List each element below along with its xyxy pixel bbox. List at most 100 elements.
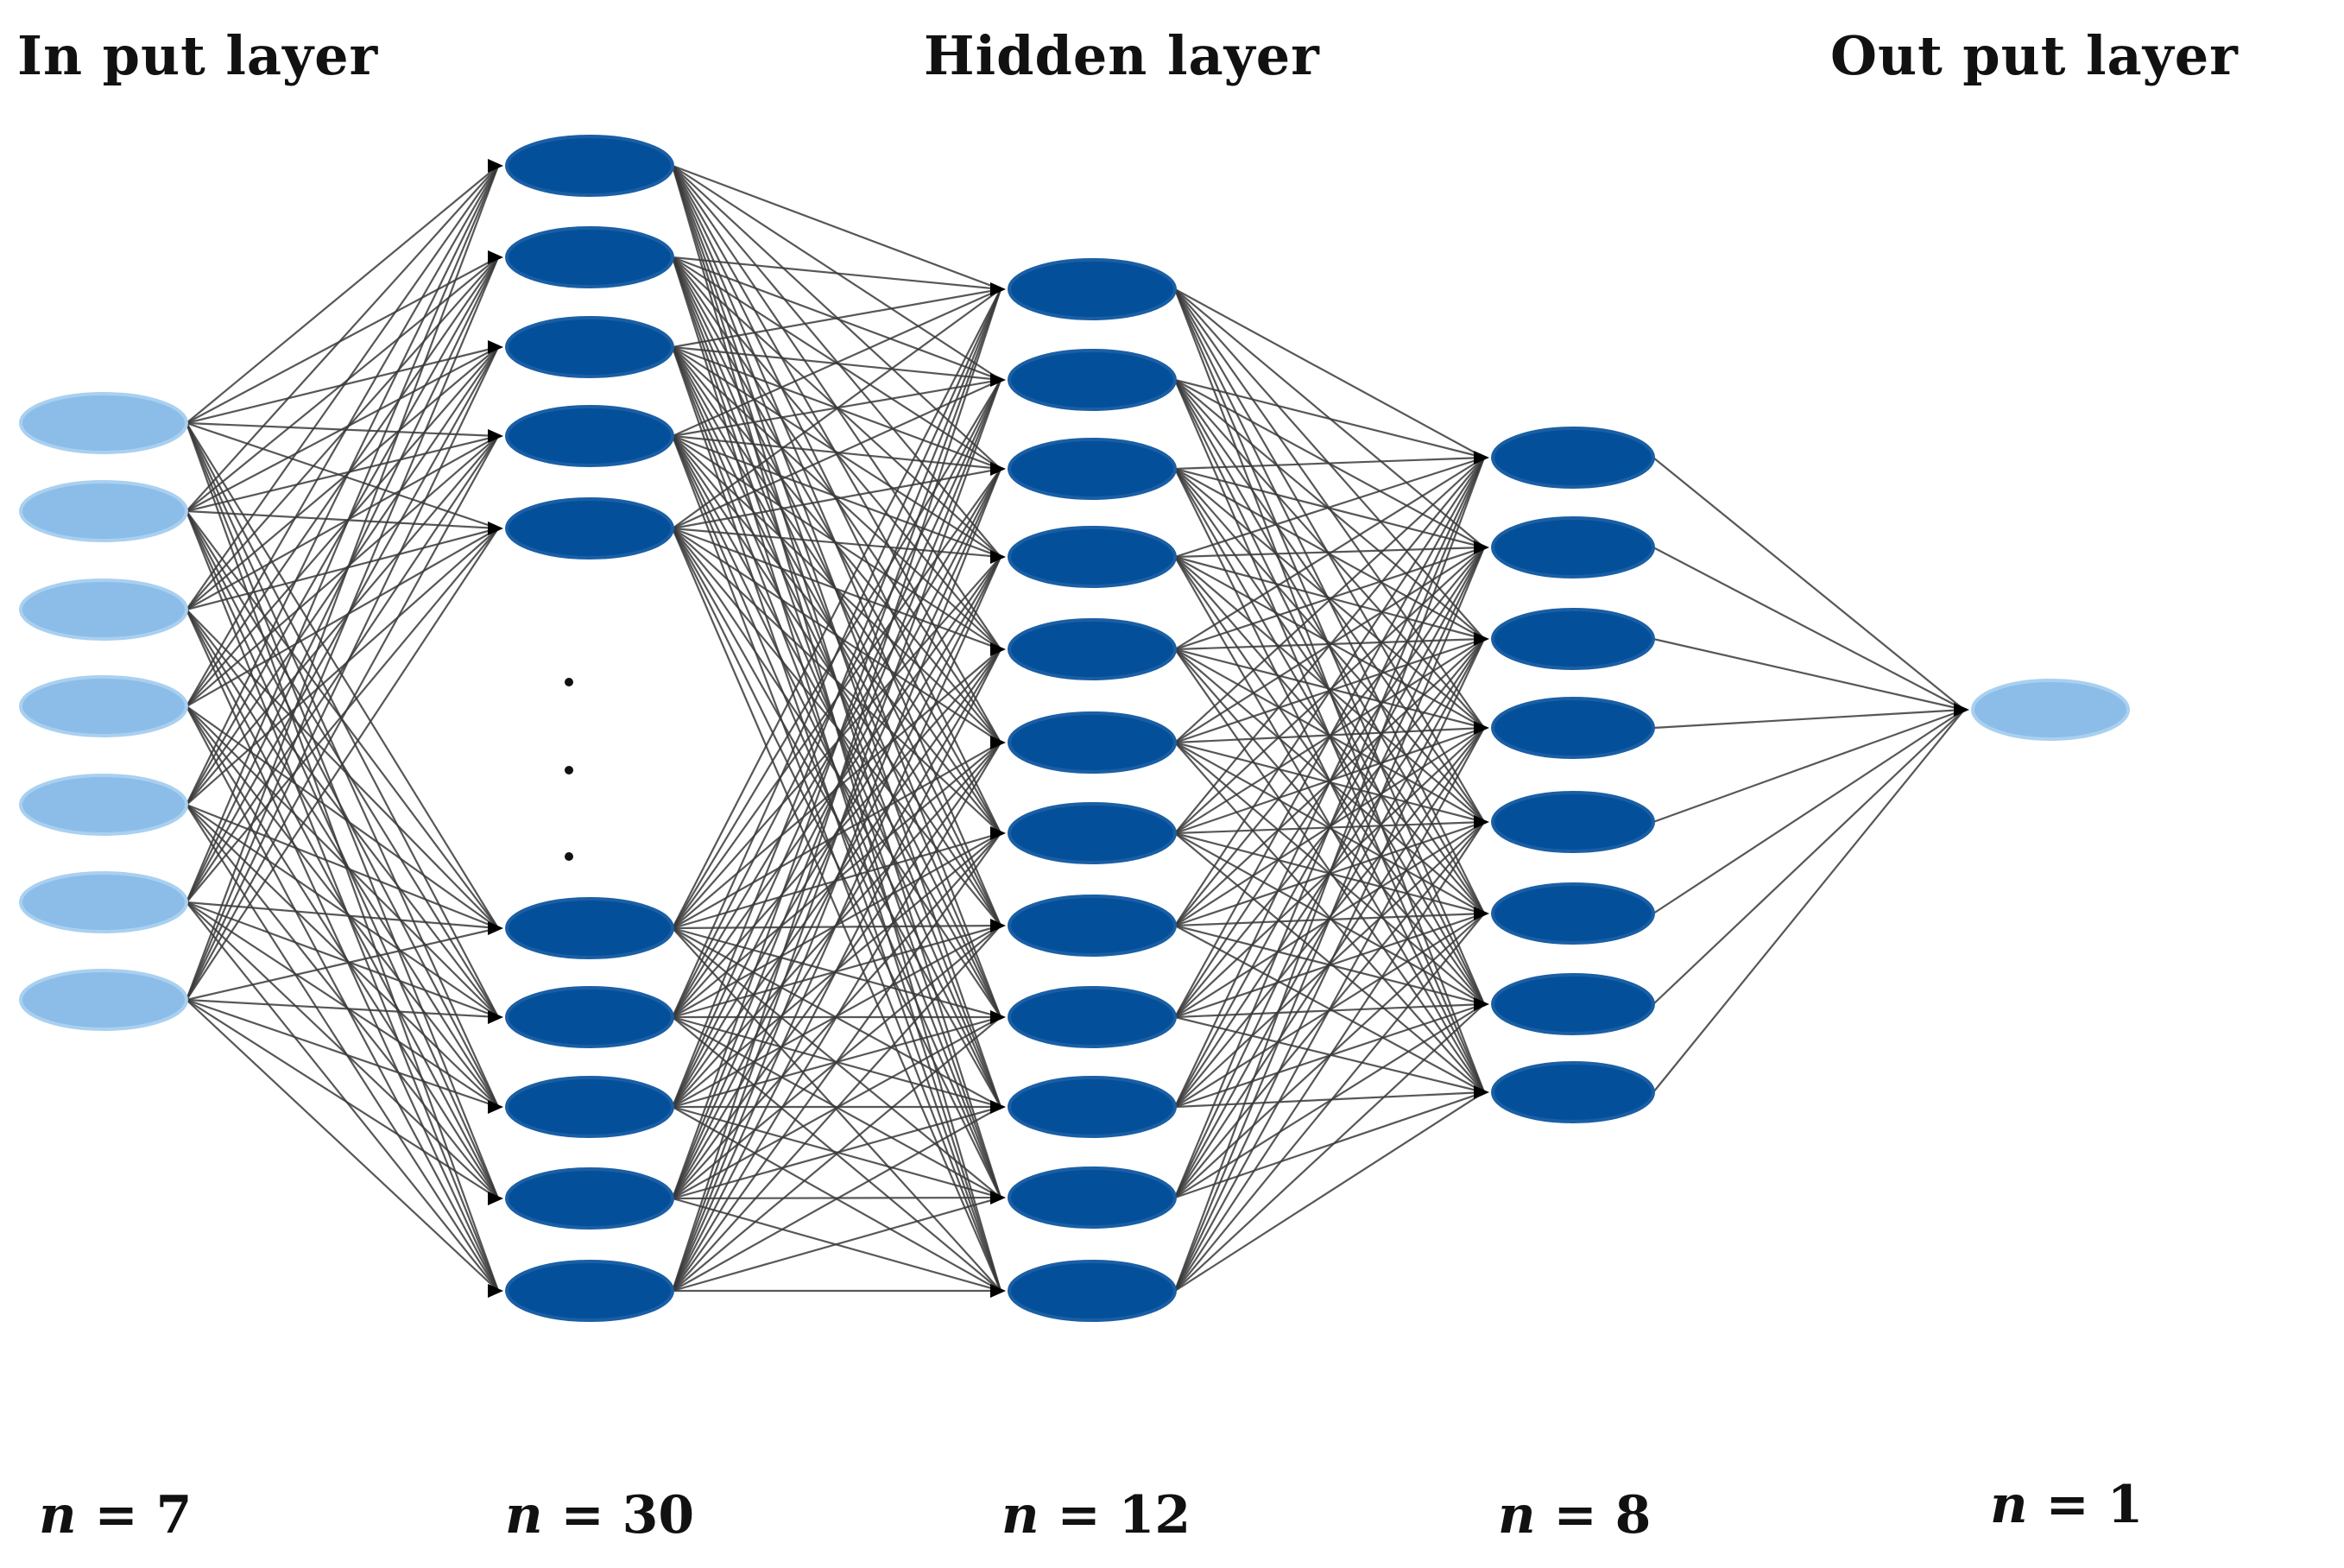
neuron-node — [19, 774, 188, 836]
neuron-node — [505, 497, 674, 560]
edge-line — [186, 346, 499, 806]
edge-line — [1174, 457, 1485, 1018]
edge-line — [186, 609, 499, 929]
neuron-node — [505, 316, 674, 378]
edge-line — [186, 527, 499, 611]
edge-line — [186, 609, 499, 1108]
neuron-node — [1008, 1076, 1177, 1138]
edge-line — [671, 288, 1002, 1018]
edge-line — [672, 467, 1001, 530]
edge-line — [1174, 456, 1485, 559]
connection-edges — [185, 164, 1965, 1293]
edge-line — [1174, 913, 1485, 1292]
arrowhead-mark — [1474, 632, 1489, 646]
edge-line — [1174, 457, 1485, 650]
edge-line — [1174, 457, 1485, 926]
neuron-node — [505, 1076, 674, 1138]
count-value: = 7 — [94, 1485, 193, 1546]
edge-line — [186, 256, 499, 806]
edge-line — [185, 510, 500, 1199]
arrowhead-mark — [990, 462, 1006, 476]
edge-line — [671, 468, 1002, 1292]
edge-line — [1174, 648, 1485, 730]
neuron-node — [1491, 427, 1655, 489]
edge-line — [185, 165, 500, 903]
edge-line — [1174, 457, 1485, 743]
arrowhead-mark — [488, 1284, 503, 1298]
edge-line — [671, 288, 1002, 1108]
edge-line — [186, 435, 499, 1001]
edge-line — [672, 1196, 1001, 1293]
arrowhead-mark — [1474, 907, 1489, 920]
count-value: = 12 — [1057, 1485, 1191, 1546]
edge-line — [186, 346, 499, 610]
edge-line — [186, 510, 499, 1108]
neuron-node — [1008, 438, 1177, 500]
edge-line — [185, 609, 500, 1292]
edge-line — [672, 528, 1001, 1108]
neuron-node — [1491, 1061, 1655, 1123]
connection-arrowheads — [488, 159, 1969, 1298]
neuron-node — [505, 135, 674, 197]
arrowhead-mark — [488, 429, 503, 443]
edge-line — [671, 288, 1002, 1199]
edge-line — [1174, 1091, 1485, 1292]
neuron-node — [505, 986, 674, 1048]
edge-line — [672, 346, 1001, 743]
arrowhead-mark — [488, 159, 503, 173]
edge-line — [186, 901, 499, 1108]
edge-line — [672, 527, 1001, 651]
neuron-node — [505, 897, 674, 959]
arrowhead-mark — [1474, 1085, 1489, 1099]
edge-line — [186, 998, 499, 1109]
edge-line — [186, 165, 499, 806]
edge-line — [1174, 457, 1485, 834]
arrowhead-mark — [990, 826, 1006, 840]
edge-line — [1174, 556, 1485, 729]
edge-line — [186, 528, 499, 707]
edge-line — [186, 346, 499, 903]
edge-line — [1652, 709, 1965, 914]
neuron-node — [19, 480, 188, 542]
arrowhead-mark — [990, 1100, 1006, 1114]
neuron-node — [505, 1167, 674, 1230]
edge-line — [186, 435, 499, 806]
arrowhead-mark — [990, 642, 1006, 656]
neuron-node — [1008, 349, 1177, 411]
edge-line — [186, 435, 499, 903]
neuron-node — [1008, 526, 1177, 588]
edge-line — [1174, 456, 1485, 471]
edge-line — [186, 346, 499, 512]
edge-line — [186, 804, 499, 1018]
arrowhead-mark — [488, 1192, 503, 1205]
hidden-layer-3-count: n = 8 — [1498, 1485, 1651, 1546]
hidden-layer-2-count: n = 12 — [1001, 1485, 1191, 1546]
edge-line — [186, 435, 499, 707]
neuron-node — [1491, 791, 1655, 853]
neuron-node — [1491, 516, 1655, 579]
ellipsis-dot — [565, 678, 573, 686]
edge-line — [186, 705, 499, 1292]
edge-line — [672, 648, 1001, 1292]
edge-line — [672, 527, 1001, 559]
edge-line — [185, 165, 500, 1001]
output-layer-title: Out put layer — [1830, 24, 2239, 87]
neuron-node — [505, 405, 674, 467]
arrowhead-mark — [1474, 451, 1489, 465]
neuron-node — [1008, 895, 1177, 957]
edge-line — [1652, 708, 1965, 824]
edge-line — [186, 705, 499, 1199]
neuron-node — [19, 392, 188, 454]
edge-line — [186, 705, 499, 1018]
arrowhead-mark — [990, 919, 1006, 933]
neuron-node — [1491, 608, 1655, 670]
truncation-dots — [565, 678, 573, 861]
edge-line — [1174, 727, 1485, 1292]
edge-line — [186, 926, 499, 1002]
edge-line — [186, 999, 499, 1199]
edge-line — [672, 288, 1001, 529]
neuron-node — [1008, 1167, 1177, 1229]
edge-line — [672, 434, 1001, 559]
edge-line — [186, 804, 499, 1292]
edge-line — [672, 256, 1001, 291]
